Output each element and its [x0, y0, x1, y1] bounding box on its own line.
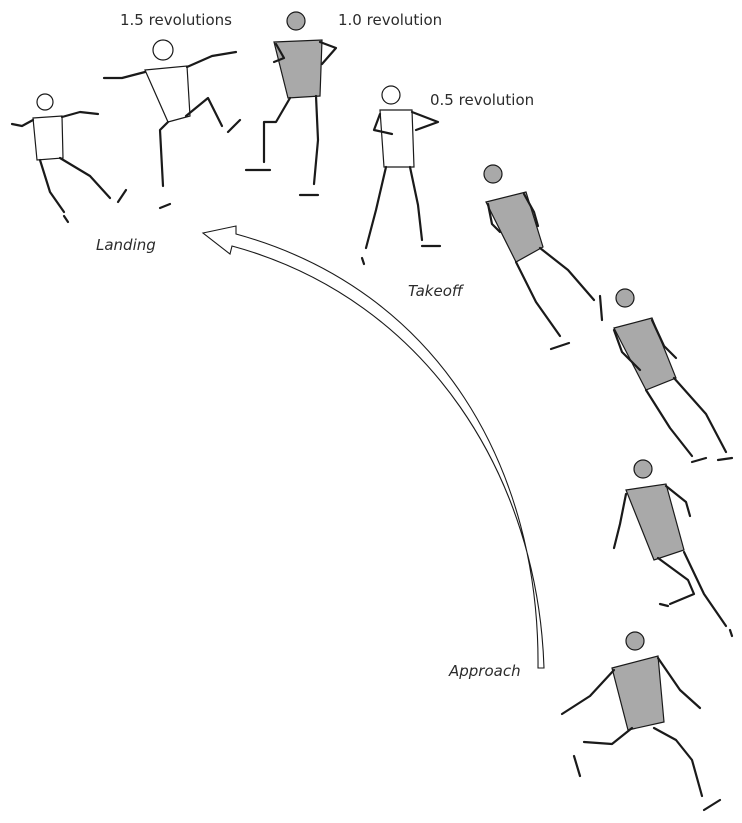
figure-upright-right-foot: [730, 630, 732, 636]
figure-upright-left-arm: [614, 494, 626, 548]
figure-run-right-leg: [654, 728, 702, 796]
figure-takeoff-left-foot: [551, 343, 569, 349]
figure-run-torso: [612, 656, 664, 730]
figure-run-left-foot: [574, 756, 580, 776]
figure-run-right-arm: [658, 658, 700, 708]
figure-takeoff-head: [484, 165, 502, 183]
figure-15-torso: [145, 66, 190, 122]
figure-10-revolution: [246, 12, 336, 195]
figure-15-revolutions: [104, 40, 240, 208]
figure-05-head: [382, 86, 400, 104]
label-takeoff: Takeoff: [408, 284, 463, 299]
figure-lean2-head: [616, 289, 634, 307]
figure-upright-left-leg: [658, 558, 694, 604]
label-1-0-revolution: 1.0 revolution: [338, 13, 442, 28]
figure-lean2-left-leg: [646, 390, 692, 456]
figure-15-right-foot: [228, 120, 240, 132]
figure-15-left-leg: [160, 122, 168, 186]
figure-15-left-arm: [104, 72, 145, 78]
figure-05-torso: [380, 110, 414, 167]
figure-10-head: [287, 12, 305, 30]
figure-run-head: [626, 632, 644, 650]
figure-landing-right-arm: [62, 112, 98, 117]
figure-upright-left-foot: [660, 604, 668, 606]
figure-approach-run: [562, 632, 720, 810]
figure-upright-head: [634, 460, 652, 478]
figure-10-torso: [274, 40, 322, 98]
figure-05-left-leg: [366, 167, 386, 248]
figure-05-revolution: [362, 86, 440, 264]
figure-15-head: [153, 40, 173, 60]
figure-lean2-right-leg: [674, 378, 726, 452]
figure-lean2-left-foot: [692, 458, 706, 462]
figure-landing-left-foot: [64, 216, 68, 222]
figure-takeoff-left-leg: [516, 262, 560, 336]
figure-05-left-foot: [362, 258, 364, 264]
figure-approach-lean-2: [614, 289, 732, 462]
label-1-5-revolutions: 1.5 revolutions: [120, 13, 232, 28]
figure-15-right-arm: [187, 52, 236, 67]
label-approach: Approach: [449, 664, 521, 679]
figure-05-right-leg: [410, 167, 422, 240]
figure-15-right-leg: [186, 98, 222, 126]
figure-landing-left-leg: [40, 160, 64, 212]
figure-run-left-leg: [584, 728, 632, 744]
rotation-arrow: [203, 226, 544, 668]
figure-run-right-foot: [704, 800, 720, 810]
figure-landing: [12, 94, 126, 222]
figure-15-left-foot: [160, 204, 170, 208]
figure-approach-upright: [614, 460, 732, 636]
figure-landing-right-leg: [60, 158, 110, 198]
figure-10-right-leg: [314, 96, 318, 184]
figure-landing-left-arm: [12, 120, 33, 126]
figure-landing-torso: [33, 116, 63, 160]
label-0-5-revolution: 0.5 revolution: [430, 93, 534, 108]
figure-takeoff-lean: [484, 165, 602, 349]
figure-10-left-leg: [264, 98, 290, 162]
figure-landing-head: [37, 94, 53, 110]
figure-takeoff-right-leg: [540, 248, 594, 300]
figure-takeoff-right-foot: [600, 296, 602, 320]
figure-landing-right-foot: [118, 190, 126, 202]
figure-upright-torso: [626, 484, 684, 560]
figure-lean2-right-foot: [718, 458, 732, 460]
figure-upright-right-leg: [684, 552, 726, 626]
figure-05-right-arm: [412, 112, 438, 130]
label-landing: Landing: [96, 238, 156, 253]
figure-run-left-arm: [562, 670, 614, 714]
